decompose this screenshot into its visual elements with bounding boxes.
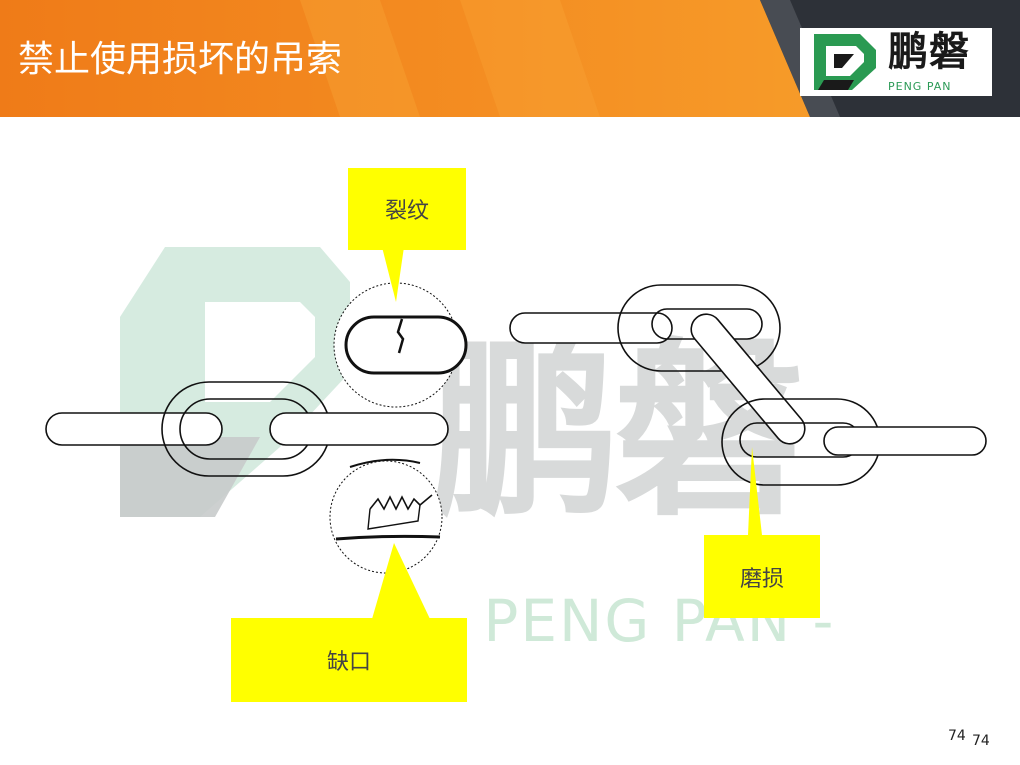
chain-link-oval xyxy=(617,284,781,372)
crack-pointer xyxy=(382,247,404,302)
chain-link-horizontal xyxy=(269,412,449,446)
logo-subtitle: PENG PAN xyxy=(888,80,952,93)
page-number-secondary: 74 xyxy=(972,733,990,749)
right-chain xyxy=(509,284,987,486)
crack-callout: 裂纹 xyxy=(348,168,466,250)
logo-name: 鹏磐 xyxy=(888,29,970,75)
slide-header: 禁止使用损坏的吊索 鹏磐 PENG PAN xyxy=(0,0,1020,117)
slide-title: 禁止使用损坏的吊索 xyxy=(18,39,343,80)
left-chain xyxy=(45,381,449,477)
wear-callout: 磨损 xyxy=(704,535,820,618)
chain-link-horizontal xyxy=(823,426,987,456)
notch-pointer xyxy=(372,543,430,619)
page-number: 74 xyxy=(948,728,966,744)
chain-drawing xyxy=(45,247,987,619)
wear-pointer xyxy=(748,447,762,535)
notch-detail xyxy=(329,458,443,574)
pengpan-logo-icon xyxy=(814,34,876,90)
chain-link-horizontal xyxy=(509,312,673,344)
chain-illustration: 鹏磐 - PENG PAN - xyxy=(0,117,1020,765)
crack-detail xyxy=(333,282,468,408)
chain-link-horizontal xyxy=(45,412,223,446)
chain-link-diagonal xyxy=(690,313,806,445)
company-logo: 鹏磐 PENG PAN xyxy=(800,28,992,96)
notch-callout: 缺口 xyxy=(231,618,467,702)
